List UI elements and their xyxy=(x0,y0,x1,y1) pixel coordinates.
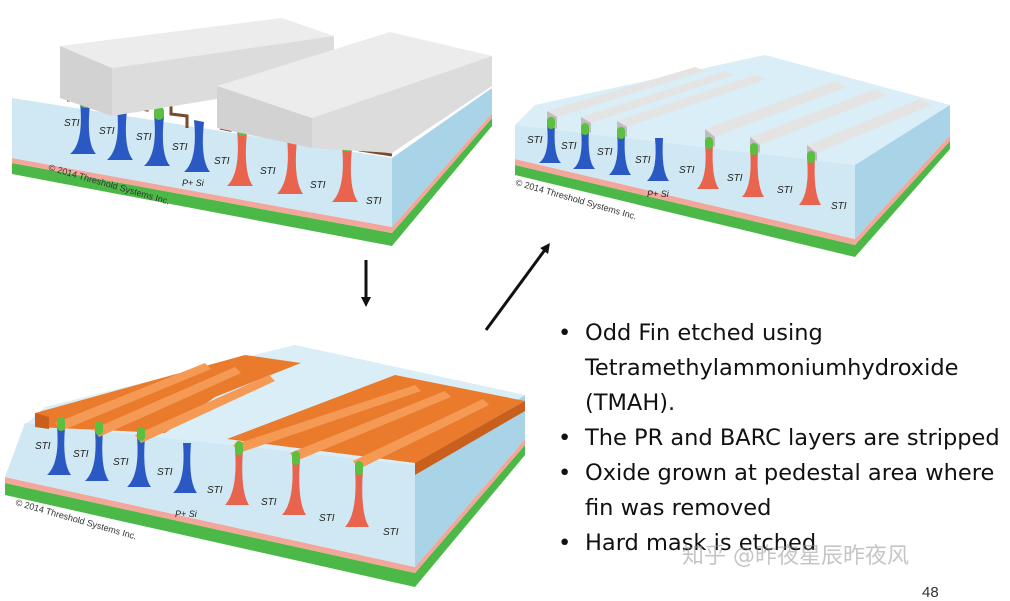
resist-right xyxy=(227,375,525,475)
sti-oxide-side xyxy=(415,395,525,567)
sti-label: STI xyxy=(366,196,382,207)
hardmask-block-left-face xyxy=(112,36,334,116)
process-step-text: Odd Fin etched using Tetramethylammonium… xyxy=(585,320,959,416)
sti-label: STI xyxy=(561,141,577,152)
hardmask-block-left-front xyxy=(60,46,112,116)
bullet-dot: • xyxy=(558,530,572,556)
diagram-panel-hardmask-lines: STI STI STI STI STI STI STI STI P+ Si © … xyxy=(505,45,965,270)
substrate-green-layer xyxy=(12,118,492,246)
sti-oxide-front xyxy=(5,423,415,567)
resist-left xyxy=(35,355,301,443)
sti-label: STI xyxy=(679,165,695,176)
sti-oxide-front xyxy=(515,125,855,239)
process-steps-list: • Odd Fin etched using Tetramethylammoniu… xyxy=(558,316,1010,561)
sti-label: STI xyxy=(172,142,188,153)
hardmask-block-right-face xyxy=(312,56,492,153)
process-step-text: The PR and BARC layers are stripped xyxy=(585,425,1000,451)
process-step: • The PR and BARC layers are stripped xyxy=(558,421,1010,456)
sti-label: STI xyxy=(260,166,276,177)
sti-label: STI xyxy=(113,457,129,468)
process-step-text: Hard mask is etched xyxy=(585,530,817,556)
arrow-up-right xyxy=(484,242,550,331)
fin-group-blue xyxy=(47,427,197,493)
fin-group-red xyxy=(227,130,358,202)
substrate-label: P+ Si xyxy=(182,178,205,188)
sti-oxide-side xyxy=(855,105,950,239)
fin-tips xyxy=(547,117,815,163)
bullet-dot: • xyxy=(558,425,572,451)
substrate-green-layer xyxy=(5,445,525,587)
sti-label: STI xyxy=(831,201,847,212)
bullet-dot: • xyxy=(558,460,572,486)
process-step-text: Oxide grown at pedestal area where fin w… xyxy=(585,460,995,521)
diagram-panel-hardmask-blocks: STI STI STI STI STI STI STI STI P+ Si © … xyxy=(12,18,492,263)
sti-label: STI xyxy=(319,513,335,524)
watermark: 知乎 @昨夜星辰昨夜风 xyxy=(682,544,909,569)
sti-label: STI xyxy=(310,180,326,191)
sti-label: STI xyxy=(383,527,399,538)
hardmask-block-left-top xyxy=(60,18,334,68)
substrate-label: P+ Si xyxy=(647,189,670,199)
fin-tips xyxy=(57,417,363,475)
page-number: 48 xyxy=(922,584,939,601)
sti-label: STI xyxy=(597,147,613,158)
sti-label: STI xyxy=(73,449,89,460)
sti-label: STI xyxy=(207,485,223,496)
sti-label: STI xyxy=(777,185,793,196)
bullet-dot: • xyxy=(558,320,572,346)
process-step: • Hard mask is etched xyxy=(558,526,1010,561)
sti-oxide-side xyxy=(392,88,492,227)
sti-label: STI xyxy=(64,118,80,129)
sti-label: STI xyxy=(35,441,51,452)
process-step: • Oxide grown at pedestal area where fin … xyxy=(558,456,1010,526)
diagram-panel-resist-lines: STI STI STI STI STI STI STI STI P+ Si © … xyxy=(5,335,545,595)
sti-label: STI xyxy=(214,156,230,167)
fin-group-red xyxy=(697,143,821,205)
sti-label: STI xyxy=(157,467,173,478)
sti-label: STI xyxy=(136,132,152,143)
hardmask-block-right-front xyxy=(217,86,312,148)
sti-label: STI xyxy=(261,497,277,508)
fin-group-blue xyxy=(539,125,669,181)
hardmask-lines xyxy=(547,67,932,161)
hardmask-block-right-top xyxy=(217,32,492,118)
sti-label: STI xyxy=(727,173,743,184)
sti-label: STI xyxy=(99,126,115,137)
substrate-label: P+ Si xyxy=(175,509,198,519)
sti-label: STI xyxy=(527,135,543,146)
sti-label: STI xyxy=(635,155,651,166)
fin-group-red xyxy=(225,449,369,527)
fin-group-blue xyxy=(70,102,210,172)
process-step: • Odd Fin etched using Tetramethylammoniu… xyxy=(558,316,1010,421)
